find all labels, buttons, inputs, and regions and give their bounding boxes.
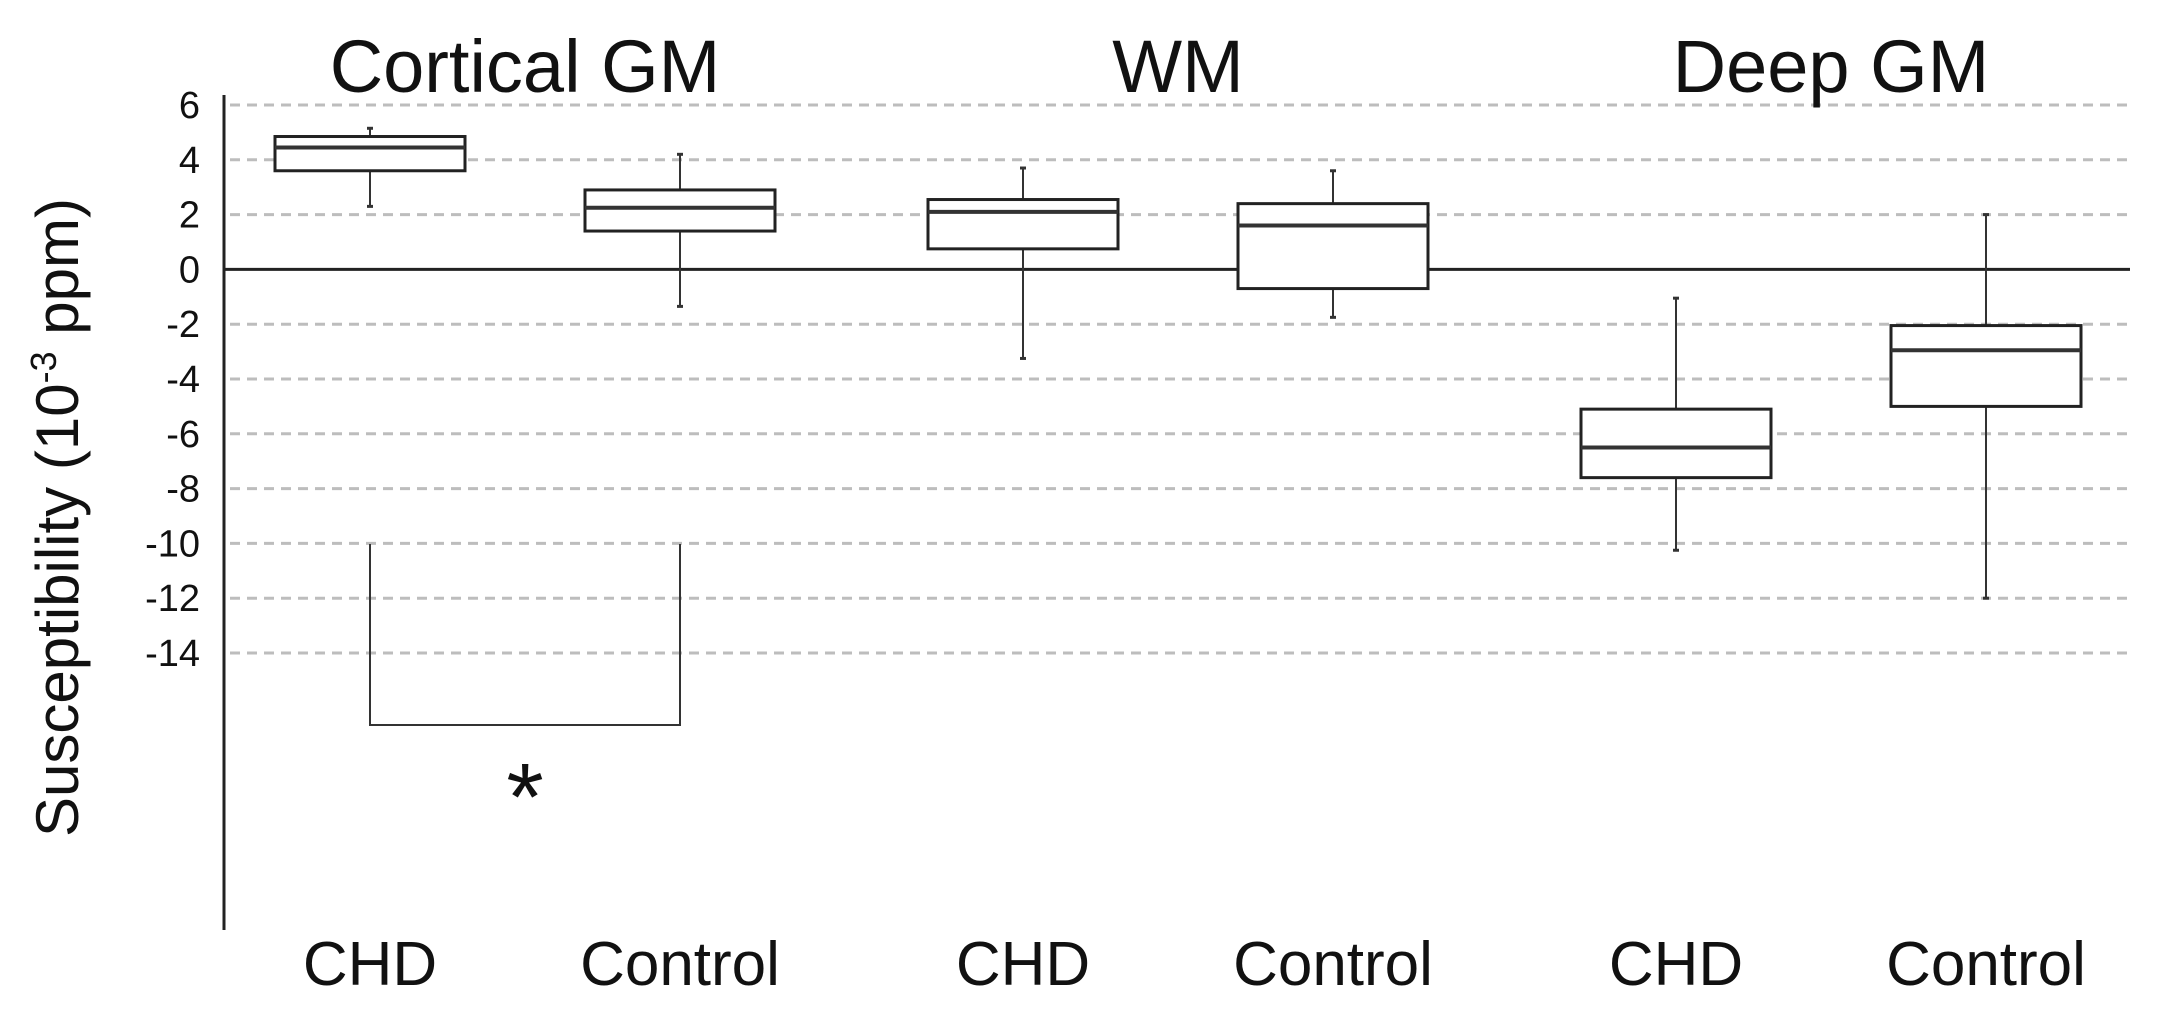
category-label: Control <box>580 930 780 999</box>
y-axis-title: Susceptibility (10-3 ppm) <box>23 198 91 837</box>
box-control <box>583 152 777 308</box>
box-chd <box>1579 296 1773 552</box>
box-control <box>1236 169 1430 319</box>
y-axis-title-suffix: ppm) <box>24 198 91 351</box>
y-tick-label: 0 <box>179 249 200 291</box>
y-tick-label: -2 <box>166 304 200 346</box>
y-axis-title-superscript: -3 <box>23 351 64 383</box>
panel-title: WM <box>1112 25 1244 108</box>
panel-title: Deep GM <box>1673 25 1990 108</box>
y-axis-ticks: 6 4 2 0 -2 -4 -6 -8 -10 -12 -14 <box>145 85 200 675</box>
category-label: Control <box>1886 930 2086 999</box>
iqr-box <box>926 198 1120 251</box>
y-tick-label: -10 <box>145 523 200 565</box>
y-tick-label: 4 <box>179 140 200 182</box>
panel-cortical-gm: Cortical GM CHD Control * <box>273 25 780 999</box>
iqr-box <box>273 135 467 173</box>
category-label: CHD <box>303 930 437 999</box>
panel-title: Cortical GM <box>330 25 721 108</box>
panel-deep-gm: Deep GM CHD Control <box>1579 25 2086 999</box>
box-chd <box>273 126 467 208</box>
y-tick-label: -12 <box>145 578 200 620</box>
y-tick-label: -8 <box>166 469 200 511</box>
iqr-box <box>1236 202 1430 291</box>
y-tick-label: 2 <box>179 195 200 237</box>
category-label: Control <box>1233 930 1433 999</box>
panel-wm: WM CHD Control <box>926 25 1433 999</box>
category-label: CHD <box>1609 930 1743 999</box>
iqr-box <box>583 188 777 233</box>
iqr-box <box>1579 407 1773 480</box>
category-label: CHD <box>956 930 1090 999</box>
y-tick-label: -4 <box>166 359 200 401</box>
grid-lines <box>230 103 2130 655</box>
significance-marker: * <box>506 744 543 851</box>
y-tick-label: -14 <box>145 633 200 675</box>
box-chd <box>926 166 1120 360</box>
box-control <box>1889 213 2083 600</box>
y-tick-label: 6 <box>179 85 200 127</box>
y-axis-title-prefix: Susceptibility (10 <box>24 383 91 837</box>
significance-bracket <box>369 544 681 726</box>
iqr-box <box>1889 324 2083 408</box>
y-tick-label: -6 <box>166 414 200 456</box>
